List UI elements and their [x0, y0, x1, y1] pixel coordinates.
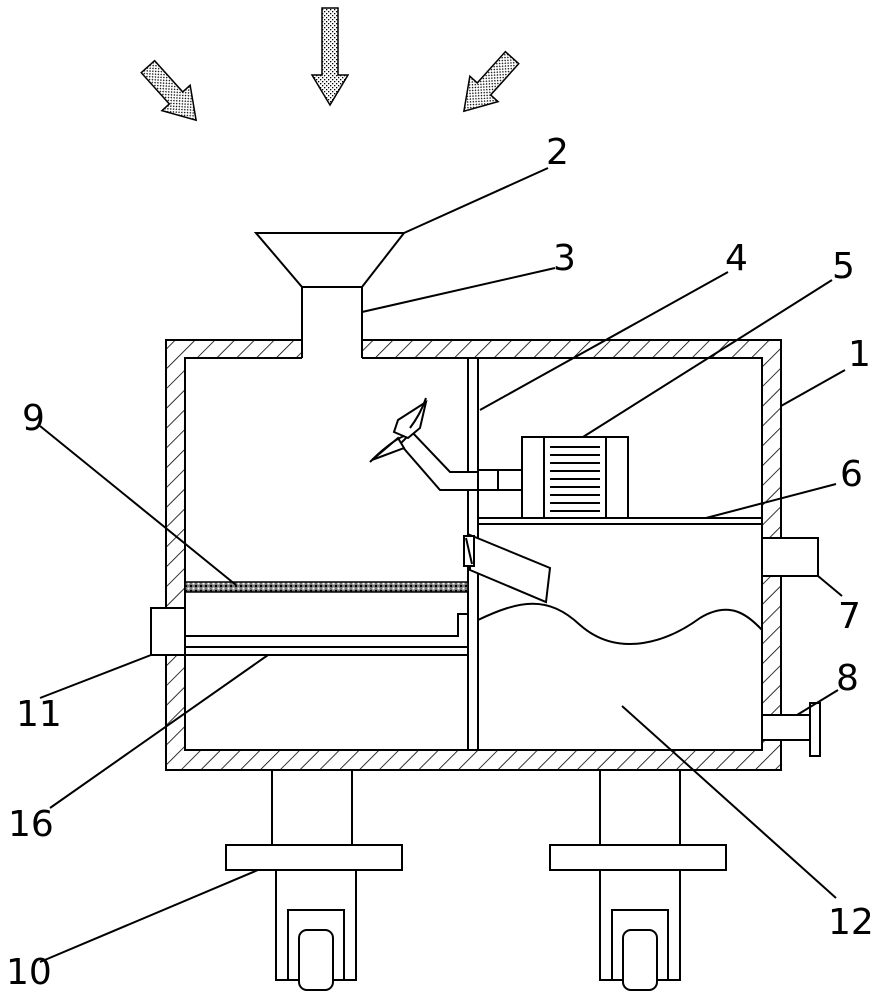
spray-arm	[369, 397, 499, 491]
label-10: 10	[6, 952, 52, 993]
collection-tray	[185, 613, 468, 656]
label-7: 7	[838, 596, 861, 637]
label-11: 11	[16, 694, 62, 735]
arrow-center-icon	[310, 7, 350, 107]
feed-hopper	[253, 232, 407, 288]
support-legs	[225, 769, 727, 991]
side-pipe	[761, 537, 819, 577]
water-surface	[477, 602, 763, 645]
filter-screen	[184, 581, 469, 593]
label-1: 1	[848, 334, 871, 375]
arrow-right-icon	[462, 50, 520, 113]
label-4: 4	[725, 238, 748, 279]
feed-pipe	[301, 286, 363, 360]
label-6: 6	[840, 454, 863, 495]
label-8: 8	[836, 658, 859, 699]
side-outlet	[150, 607, 186, 656]
motor	[496, 436, 629, 519]
label-9: 9	[22, 398, 45, 439]
label-5: 5	[832, 246, 855, 287]
part-labels: 1 2 3 4 5 6 7 8 9 10 11 12 16	[6, 132, 874, 993]
label-12: 12	[828, 902, 874, 943]
housing	[165, 339, 782, 771]
arrow-left-icon	[140, 59, 198, 122]
inclined-chute	[463, 533, 552, 604]
label-16: 16	[8, 804, 54, 845]
label-3: 3	[553, 238, 576, 279]
inflow-arrows	[140, 7, 520, 122]
leader-lines	[39, 167, 846, 963]
label-2: 2	[546, 132, 569, 173]
